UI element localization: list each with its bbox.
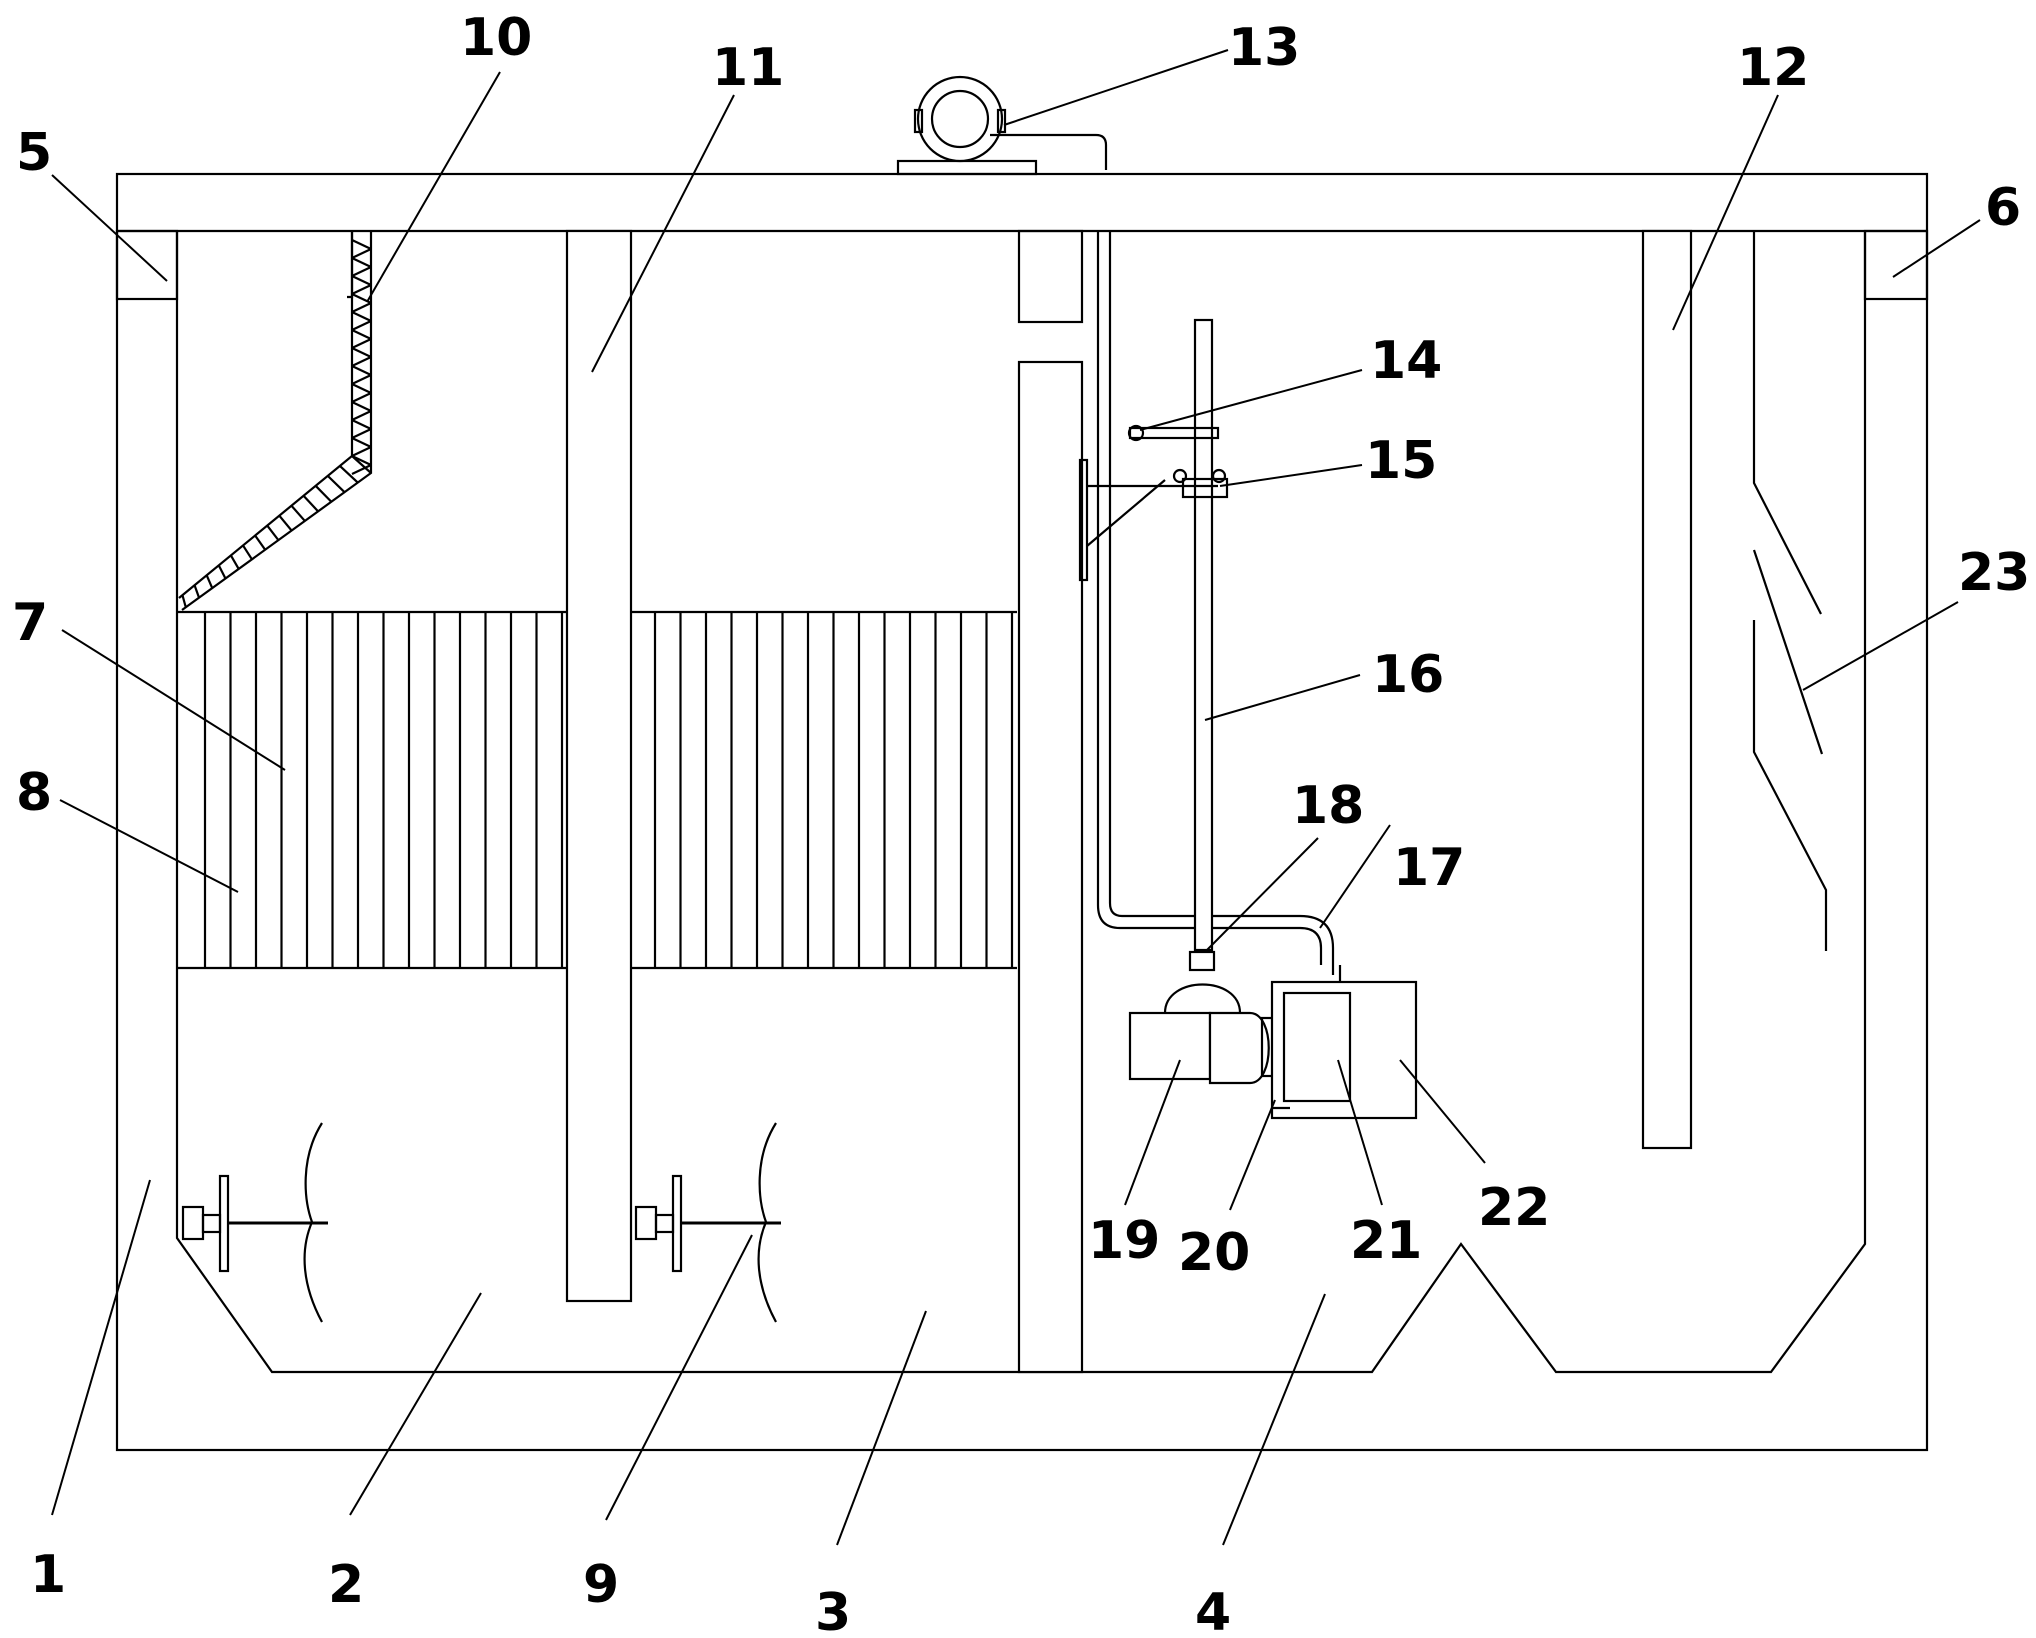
air-pipe-inner [1108,231,1335,975]
mesh-hatch [351,356,372,367]
mesh-hatch [351,446,372,457]
mesh-hatch [254,534,267,551]
mesh-hatch [351,464,372,475]
mesh-hatch [242,544,253,560]
label-17: 17 [1393,838,1465,898]
label-group: 1 2 3 4 5 6 7 8 9 10 11 12 13 14 15 16 1… [12,8,2030,1638]
mesh-hatch [351,410,372,421]
label-6: 6 [1985,178,2021,238]
mesh-hatch [351,302,372,313]
mesh-hatch [351,437,372,448]
mesh-hatch [351,266,372,277]
mesh-hatch [351,347,372,358]
partition-upper [1017,229,1084,324]
mesh-hatch [205,574,214,589]
mesh-hatch [351,455,372,474]
leader-lines [51,49,1981,1546]
partition-lower [1017,360,1084,1374]
baffle-plate-12 [1641,229,1693,1150]
mesh-hatch [351,428,372,439]
mesh-hatch [302,495,319,513]
guide-rod [1193,318,1214,952]
mesh-hatch [351,383,372,394]
label-20: 20 [1178,1223,1250,1283]
label-19: 19 [1088,1211,1160,1271]
mesh-hatch [351,329,372,340]
label-2: 2 [328,1555,364,1615]
mesh-hatch [351,284,372,295]
baffle-plate-11 [565,229,633,1303]
label-22: 22 [1478,1178,1550,1238]
mesh-hatch [181,594,187,608]
label-5: 5 [16,123,52,183]
mesh-hatch [351,239,372,250]
mesh-hatch [351,419,372,430]
mesh-hatch [351,401,372,412]
filter-media-tubes [203,612,1014,968]
inlet-block [115,229,179,301]
mesh-hatch [351,365,372,376]
mesh-hatch [290,504,306,522]
label-23: 23 [1958,543,2030,603]
label-14: 14 [1370,331,1442,391]
inclined-mesh-plate [178,231,373,611]
stirrer-left [181,1122,328,1323]
outlet-block [1863,229,1929,301]
mesh-hatch [351,275,372,286]
label-4: 4 [1195,1583,1231,1638]
label-13: 13 [1228,18,1300,78]
top-pump [896,75,1108,176]
mesh-hatch [217,564,227,579]
mesh-hatch [351,320,372,331]
bracket-assembly [1078,424,1229,582]
label-7: 7 [12,593,48,653]
inner-bottom-profile [175,231,1867,1374]
label-8: 8 [16,763,52,823]
mesh-hatch [266,524,280,541]
stirrer-right [634,1122,781,1323]
label-10: 10 [460,8,532,68]
mesh-hatch [351,248,372,259]
mesh-hatch [351,311,372,322]
mesh-hatch [351,338,372,349]
label-21: 21 [1350,1211,1422,1271]
mesh-hatch [351,374,372,385]
label-16: 16 [1372,645,1444,705]
mesh-hatch [278,514,293,532]
label-12: 12 [1737,38,1809,98]
mesh-hatch [351,392,372,403]
label-1: 1 [30,1545,66,1605]
mesh-hatch [327,475,346,493]
label-18: 18 [1292,776,1364,836]
mesh-hatch [351,257,372,268]
mesh-hatch [193,584,201,599]
mesh-hatch [339,465,359,484]
mesh-hatch [229,554,240,570]
mesh-hatch [314,485,333,503]
inclined-plates [1752,231,1828,951]
label-9: 9 [583,1555,619,1615]
label-15: 15 [1365,431,1437,491]
motor-assembly [1128,950,1418,1120]
label-3: 3 [815,1583,851,1638]
label-11: 11 [712,38,784,98]
